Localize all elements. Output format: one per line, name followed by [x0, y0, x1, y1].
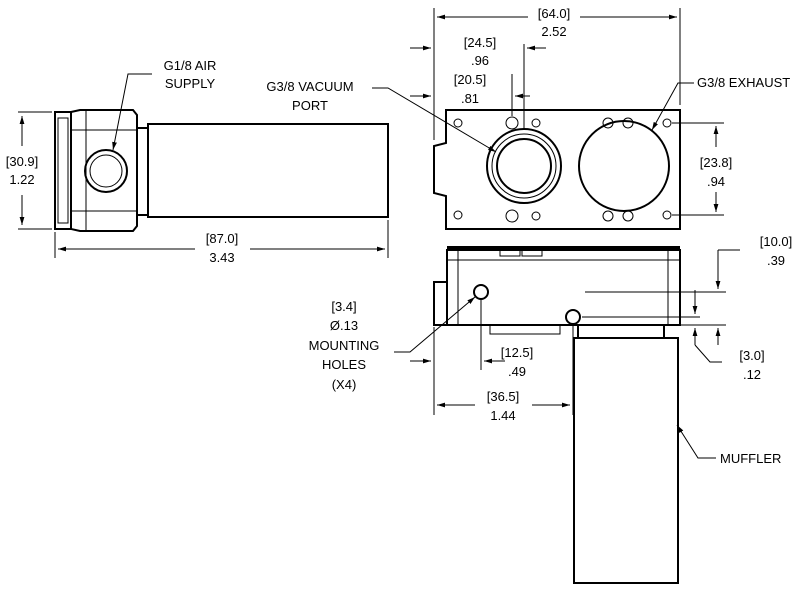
dim-10-0-mm: [10.0]: [760, 234, 793, 249]
muffler-body: [573, 337, 679, 584]
exhaust-leader: [651, 82, 694, 131]
side-view: [54, 109, 389, 232]
bottom-view: [433, 246, 681, 584]
mounting-holes-label-3: MOUNTING: [309, 338, 380, 353]
vacuum-port-inner: [496, 138, 552, 194]
vacuum-port-label-2: PORT: [292, 98, 328, 113]
dim-20-5-in: .81: [461, 91, 479, 106]
dim-64-0-in: 2.52: [541, 24, 566, 39]
exhaust-label: G3/8 EXHAUST: [697, 75, 790, 90]
mounting-holes-label-2: Ø.13: [330, 318, 358, 333]
dim-10-0-in: .39: [767, 253, 785, 268]
mounting-holes-label-4: HOLES: [322, 357, 366, 372]
dim-36-5-mm: [36.5]: [487, 389, 520, 404]
front-small-holes: [453, 116, 672, 223]
dim-36-5-in: 1.44: [490, 408, 515, 423]
dim-30-9-in: 1.22: [9, 172, 34, 187]
air-supply-port: [84, 149, 128, 193]
muffler-leader: [676, 424, 716, 459]
mounting-holes-leader: [394, 296, 476, 353]
air-supply-label-2: SUPPLY: [165, 76, 216, 91]
exhaust-port: [578, 120, 670, 212]
muffler-neck: [577, 324, 665, 339]
mounting-hole-1: [473, 284, 489, 300]
bottom-top-plate: [447, 246, 680, 250]
dim-20-5-mm: [20.5]: [454, 72, 487, 87]
dim-30-9-mm: [30.9]: [6, 154, 39, 169]
side-flange: [54, 111, 72, 230]
dim-12-5-in: .49: [508, 364, 526, 379]
dim-87-0-in: 3.43: [209, 250, 234, 265]
air-supply-label-1: G1/8 AIR: [164, 58, 217, 73]
front-view: [433, 109, 681, 230]
dim-12-5-mm: [12.5]: [501, 345, 534, 360]
dim-87-0-mm: [87.0]: [206, 231, 239, 246]
dim-3-0-in: .12: [743, 367, 761, 382]
side-muffler: [147, 123, 389, 218]
muffler-label: MUFFLER: [720, 451, 781, 466]
dim-24-5-in: .96: [471, 53, 489, 68]
mounting-holes-label-1: [3.4]: [331, 299, 356, 314]
air-supply-leader: [112, 73, 152, 151]
dim-23-8-mm: [23.8]: [700, 155, 733, 170]
side-body: [70, 109, 138, 232]
dim-64-0-mm: [64.0]: [538, 6, 571, 21]
dim-23-8-in: .94: [707, 174, 725, 189]
vacuum-port-leader: [372, 87, 497, 153]
vacuum-port-label-1: G3/8 VACUUM: [266, 79, 353, 94]
bottom-body: [446, 249, 681, 326]
mounting-holes-label-5: (X4): [332, 377, 357, 392]
dim-24-5-mm: [24.5]: [464, 35, 497, 50]
dim-3-0-mm: [3.0]: [739, 348, 764, 363]
front-body-outline: [433, 109, 681, 230]
mounting-hole-2: [565, 309, 581, 325]
vacuum-port-outer: [486, 128, 562, 204]
